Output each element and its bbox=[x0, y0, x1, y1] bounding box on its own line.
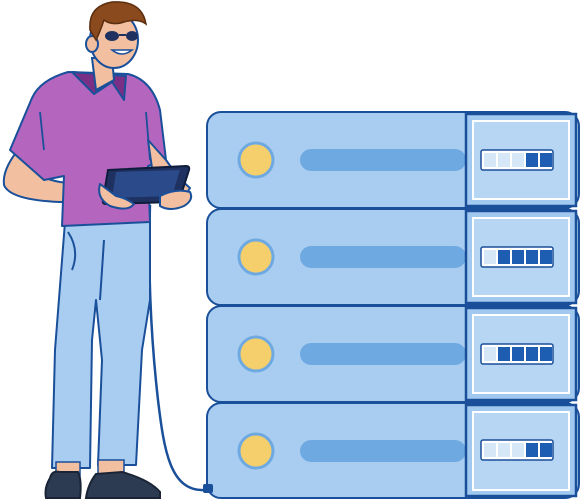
level-segment-empty bbox=[512, 443, 524, 457]
level-segment-empty bbox=[484, 250, 496, 264]
server-unit-2 bbox=[206, 208, 580, 306]
drive-slot-bar bbox=[300, 343, 466, 365]
status-led-icon bbox=[237, 141, 275, 179]
person bbox=[2, 1, 193, 499]
level-segment-filled bbox=[526, 250, 538, 264]
level-segment-filled bbox=[512, 250, 524, 264]
level-meter bbox=[480, 343, 554, 365]
level-segment-empty bbox=[498, 443, 510, 457]
level-segment-empty bbox=[498, 153, 510, 167]
level-segment-empty bbox=[484, 153, 496, 167]
level-segment-filled bbox=[498, 347, 510, 361]
right-shoe bbox=[84, 470, 161, 499]
left-hand bbox=[98, 183, 135, 210]
status-led-icon bbox=[237, 335, 275, 373]
drive-slot-bar bbox=[300, 440, 466, 462]
pants-crease bbox=[99, 239, 105, 301]
cable-plug bbox=[203, 484, 213, 493]
level-meter bbox=[480, 246, 554, 268]
hair bbox=[89, 1, 148, 42]
level-segment-filled bbox=[498, 250, 510, 264]
smile bbox=[109, 49, 135, 55]
drive-slot-bar bbox=[300, 149, 466, 171]
level-segment-filled bbox=[540, 153, 552, 167]
status-led-icon bbox=[237, 238, 275, 276]
level-segment-filled bbox=[540, 347, 552, 361]
right-hand bbox=[159, 189, 193, 210]
level-segment-filled bbox=[540, 250, 552, 264]
left-shoe bbox=[44, 470, 82, 499]
server-unit-3 bbox=[206, 305, 580, 403]
level-segment-filled bbox=[512, 347, 524, 361]
pants bbox=[51, 221, 151, 469]
level-meter bbox=[480, 149, 554, 171]
pants-pocket bbox=[67, 231, 77, 271]
level-segment-filled bbox=[526, 153, 538, 167]
level-segment-filled bbox=[526, 347, 538, 361]
ear bbox=[85, 35, 99, 53]
glasses-icon bbox=[105, 31, 138, 41]
level-segment-empty bbox=[484, 347, 496, 361]
level-segment-empty bbox=[484, 443, 496, 457]
level-meter bbox=[480, 439, 554, 461]
server-unit-1 bbox=[206, 111, 580, 209]
drive-slot-bar bbox=[300, 246, 466, 268]
status-led-icon bbox=[237, 432, 275, 470]
server-unit-4 bbox=[206, 402, 580, 499]
level-segment-empty bbox=[512, 153, 524, 167]
level-segment-filled bbox=[540, 443, 552, 457]
server-rack bbox=[206, 111, 580, 499]
level-segment-filled bbox=[526, 443, 538, 457]
cable bbox=[148, 204, 213, 492]
